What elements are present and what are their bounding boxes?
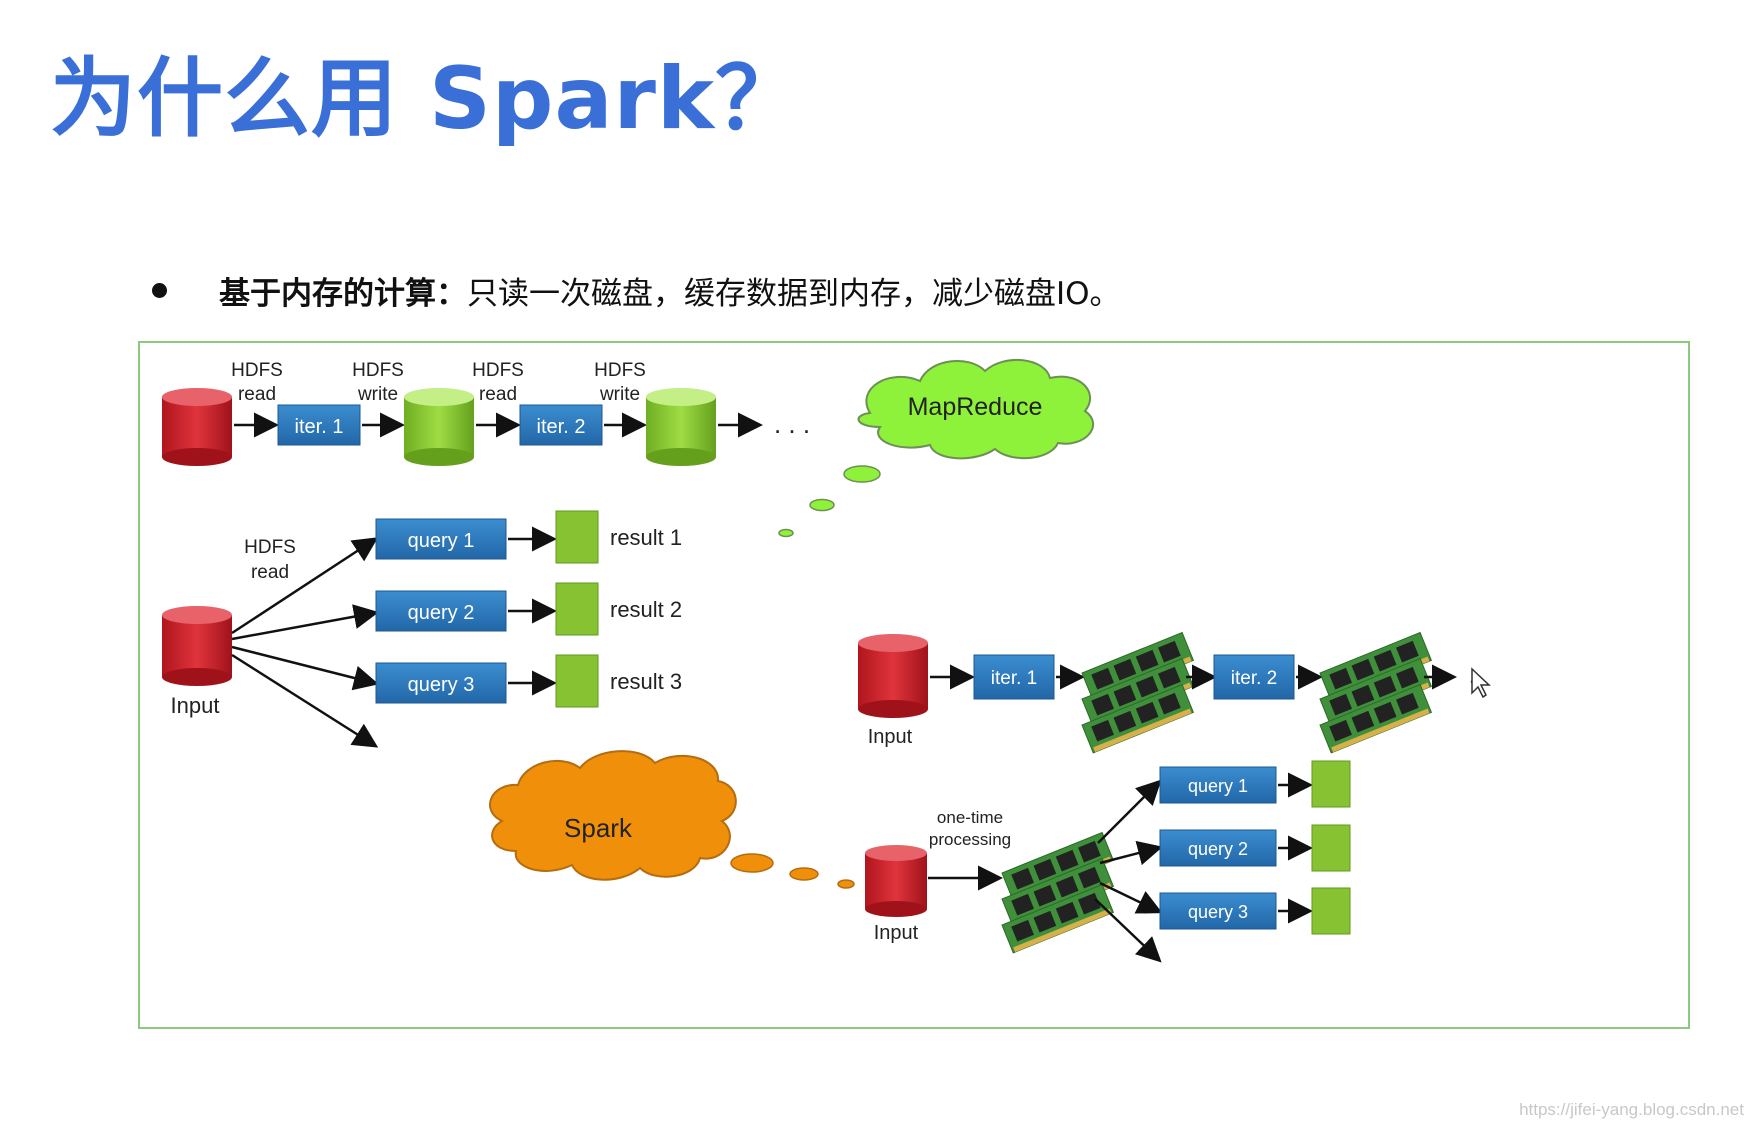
- mr-iter-1-box: iter. 1: [277, 404, 361, 446]
- io-label-4-line2: write: [599, 384, 640, 405]
- io-label-3-line2: read: [479, 384, 517, 405]
- bullet-colon: ：: [436, 276, 467, 312]
- result-1-label: result 1: [610, 525, 682, 550]
- io-label-3-line1: HDFS: [472, 360, 524, 381]
- thought-bubble-green-2: [809, 498, 835, 512]
- thought-bubble-green-3: [778, 528, 794, 538]
- io-label-1-line2: read: [238, 384, 276, 405]
- spark-query-2-label: query 2: [1188, 839, 1248, 859]
- spark-result-2-block: [1311, 824, 1351, 872]
- mr-iter-2-box: iter. 2: [519, 404, 603, 446]
- thought-bubble-green-1: [843, 465, 881, 483]
- hdfs-disk-input: [162, 388, 232, 466]
- spark-query-input-label: Input: [874, 922, 919, 944]
- result-1-block: [555, 510, 599, 564]
- thought-bubble-orange-1: [730, 853, 774, 873]
- thought-bubble-orange-3: [837, 879, 855, 889]
- processing-line1: one-time: [937, 808, 1003, 827]
- result-3-label: result 3: [610, 669, 682, 694]
- spark-query-input-disk: [865, 845, 927, 917]
- spark-input-label: Input: [868, 726, 913, 748]
- mr-query-1-box: query 1: [375, 518, 507, 560]
- mr-query-3-label: query 3: [408, 674, 475, 696]
- mr-input-label: Input: [171, 693, 220, 718]
- mapreduce-cloud: MapReduce: [857, 358, 1095, 460]
- bullet-heading: 基于内存的计算: [219, 276, 436, 312]
- spark-query-3-label: query 3: [1188, 902, 1248, 922]
- io-label-2-line2: write: [357, 384, 398, 405]
- spark-iter-1-label: iter. 1: [991, 668, 1037, 689]
- mr-iter-2-label: iter. 2: [537, 416, 586, 438]
- page-title: 为什么用 Spark？: [50, 49, 803, 149]
- mr-query-1-label: query 1: [408, 530, 475, 552]
- query-read-line1: HDFS: [244, 537, 296, 558]
- mapreduce-cloud-label: MapReduce: [908, 393, 1043, 421]
- spark-cloud-label: Spark: [564, 813, 633, 843]
- spark-query-2-box: query 2: [1159, 829, 1277, 867]
- spark-query-1-label: query 1: [1188, 776, 1248, 796]
- mapreduce-vs-spark-diagram: HDFS read iter. 1 HDFS write HDFS read i…: [138, 341, 1690, 1029]
- spark-iter-2-box: iter. 2: [1213, 654, 1295, 700]
- bullet-text: 只读一次磁盘，缓存数据到内存，减少磁盘IO。: [467, 276, 1121, 312]
- bullet-point: 基于内存的计算：只读一次磁盘，缓存数据到内存，减少磁盘IO。: [152, 268, 1121, 313]
- io-label-1-line1: HDFS: [231, 360, 283, 381]
- mouse-cursor-icon: [1471, 667, 1491, 699]
- spark-result-3-block: [1311, 887, 1351, 935]
- mr-query-2-box: query 2: [375, 590, 507, 632]
- spark-query-1-box: query 1: [1159, 766, 1277, 804]
- io-label-4-line1: HDFS: [594, 360, 646, 381]
- spark-iter-2-label: iter. 2: [1231, 668, 1277, 689]
- mr-query-input-disk: [162, 606, 232, 686]
- spark-input-disk: [858, 634, 928, 718]
- mr-query-2-label: query 2: [408, 602, 475, 624]
- bullet-dot: [152, 283, 167, 298]
- mr-query-3-box: query 3: [375, 662, 507, 704]
- spark-result-1-block: [1311, 760, 1351, 808]
- hdfs-disk-green-1: [404, 388, 474, 466]
- memory-chips-3: [1002, 833, 1113, 953]
- thought-bubble-orange-2: [789, 867, 819, 881]
- watermark: https://jifei-yang.blog.csdn.net: [1519, 1100, 1744, 1119]
- memory-chips-1: [1082, 633, 1193, 753]
- io-label-2-line1: HDFS: [352, 360, 404, 381]
- memory-chips-2: [1320, 633, 1431, 753]
- hdfs-disk-green-2: [646, 388, 716, 466]
- result-2-block: [555, 582, 599, 636]
- mr-ellipsis: . . .: [774, 409, 810, 439]
- processing-line2: processing: [929, 830, 1011, 849]
- spark-query-3-box: query 3: [1159, 892, 1277, 930]
- query-read-line2: read: [251, 562, 289, 583]
- mr-iter-1-label: iter. 1: [295, 416, 344, 438]
- result-3-block: [555, 654, 599, 708]
- spark-iter-1-box: iter. 1: [973, 654, 1055, 700]
- result-2-label: result 2: [610, 597, 682, 622]
- spark-cloud: Spark: [489, 750, 737, 881]
